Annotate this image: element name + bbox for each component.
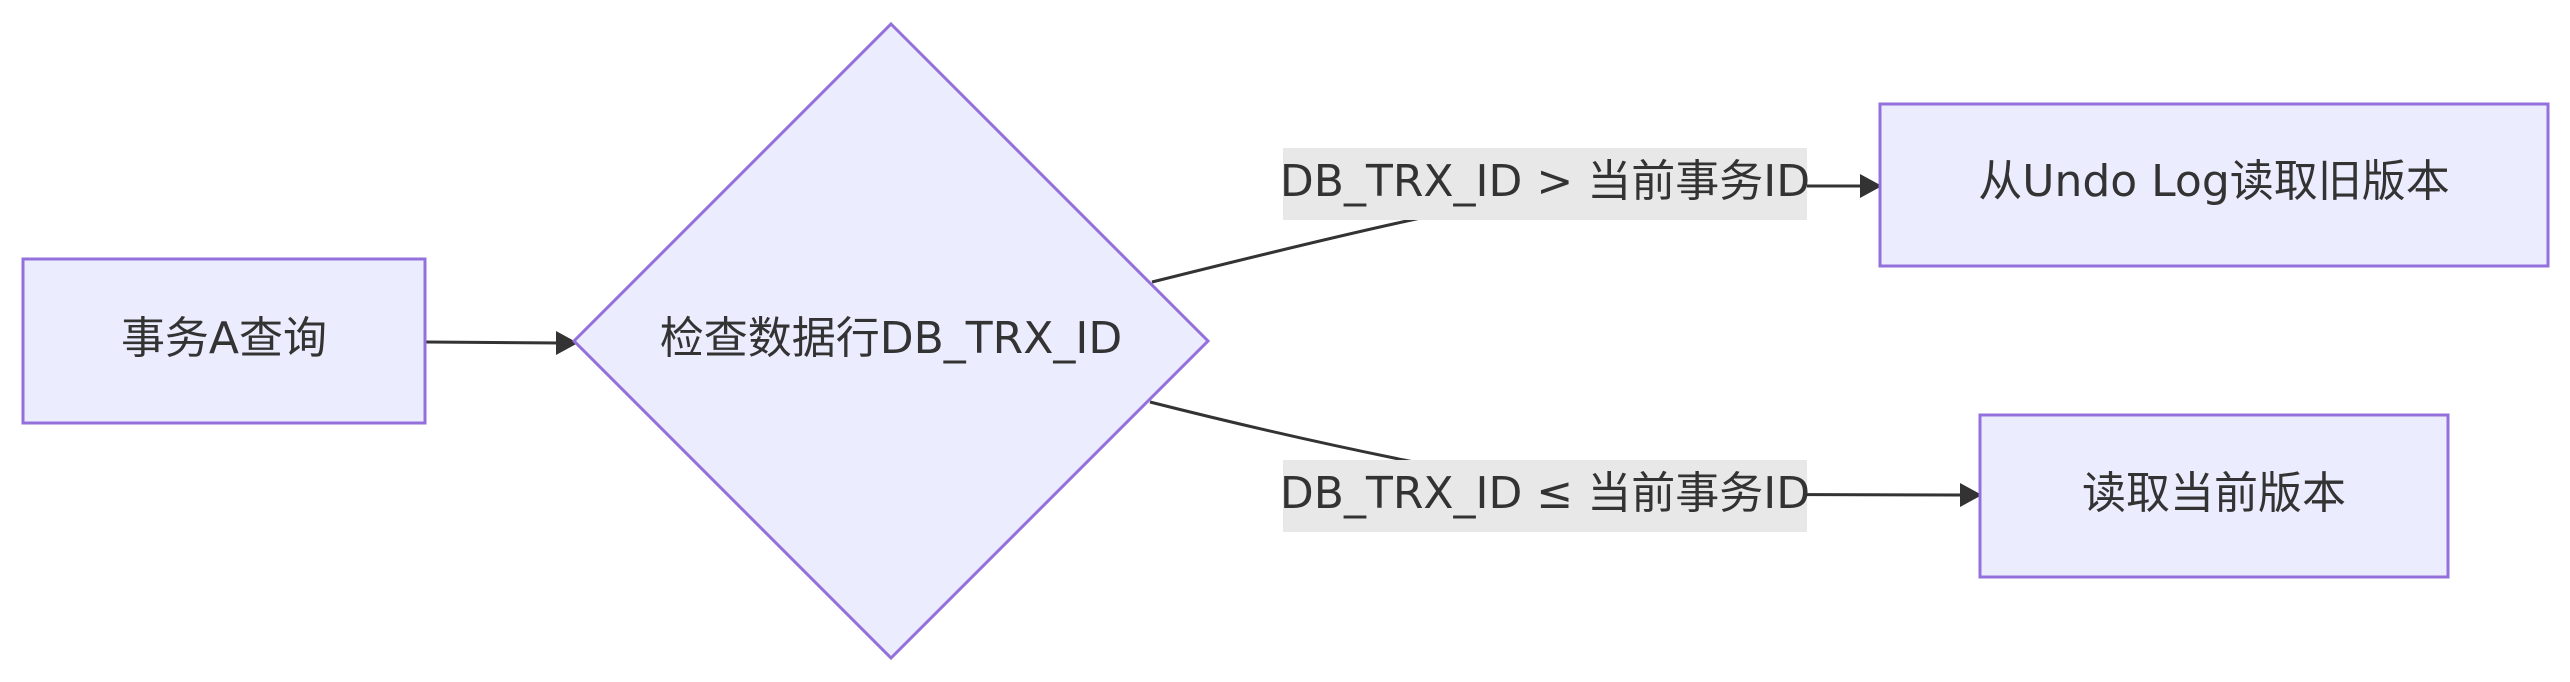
node-label: 读取当前版本 [2082, 468, 2346, 519]
edge-label-text: DB_TRX_ID ≤ 当前事务ID [1280, 468, 1810, 519]
edge-start-to-check [425, 331, 578, 355]
edge-label-background [1283, 148, 1807, 220]
edge-label-current: DB_TRX_ID ≤ 当前事务ID [1280, 460, 1810, 532]
node-label: 检查数据行DB_TRX_ID [660, 313, 1123, 364]
node-box [1978, 413, 2450, 579]
node-current[interactable]: 读取当前版本 [1978, 413, 2450, 579]
edge-label-background [1283, 460, 1807, 532]
node-label: 从Undo Log读取旧版本 [1978, 156, 2450, 207]
arrowhead-icon [556, 331, 578, 355]
node-box [21, 257, 427, 425]
edge-label-undo: DB_TRX_ID > 当前事务ID [1280, 148, 1810, 220]
edge-label-text: DB_TRX_ID > 当前事务ID [1280, 156, 1810, 207]
node-label: 事务A查询 [121, 313, 327, 364]
decision-diamond [571, 21, 1211, 661]
node-box [1878, 102, 2550, 268]
node-start[interactable]: 事务A查询 [21, 257, 427, 425]
arrowhead-icon [1860, 174, 1882, 198]
node-undo[interactable]: 从Undo Log读取旧版本 [1878, 102, 2550, 268]
edge-line [425, 340, 561, 345]
arrowhead-icon [1960, 483, 1982, 507]
node-check[interactable]: 检查数据行DB_TRX_ID [571, 21, 1211, 661]
